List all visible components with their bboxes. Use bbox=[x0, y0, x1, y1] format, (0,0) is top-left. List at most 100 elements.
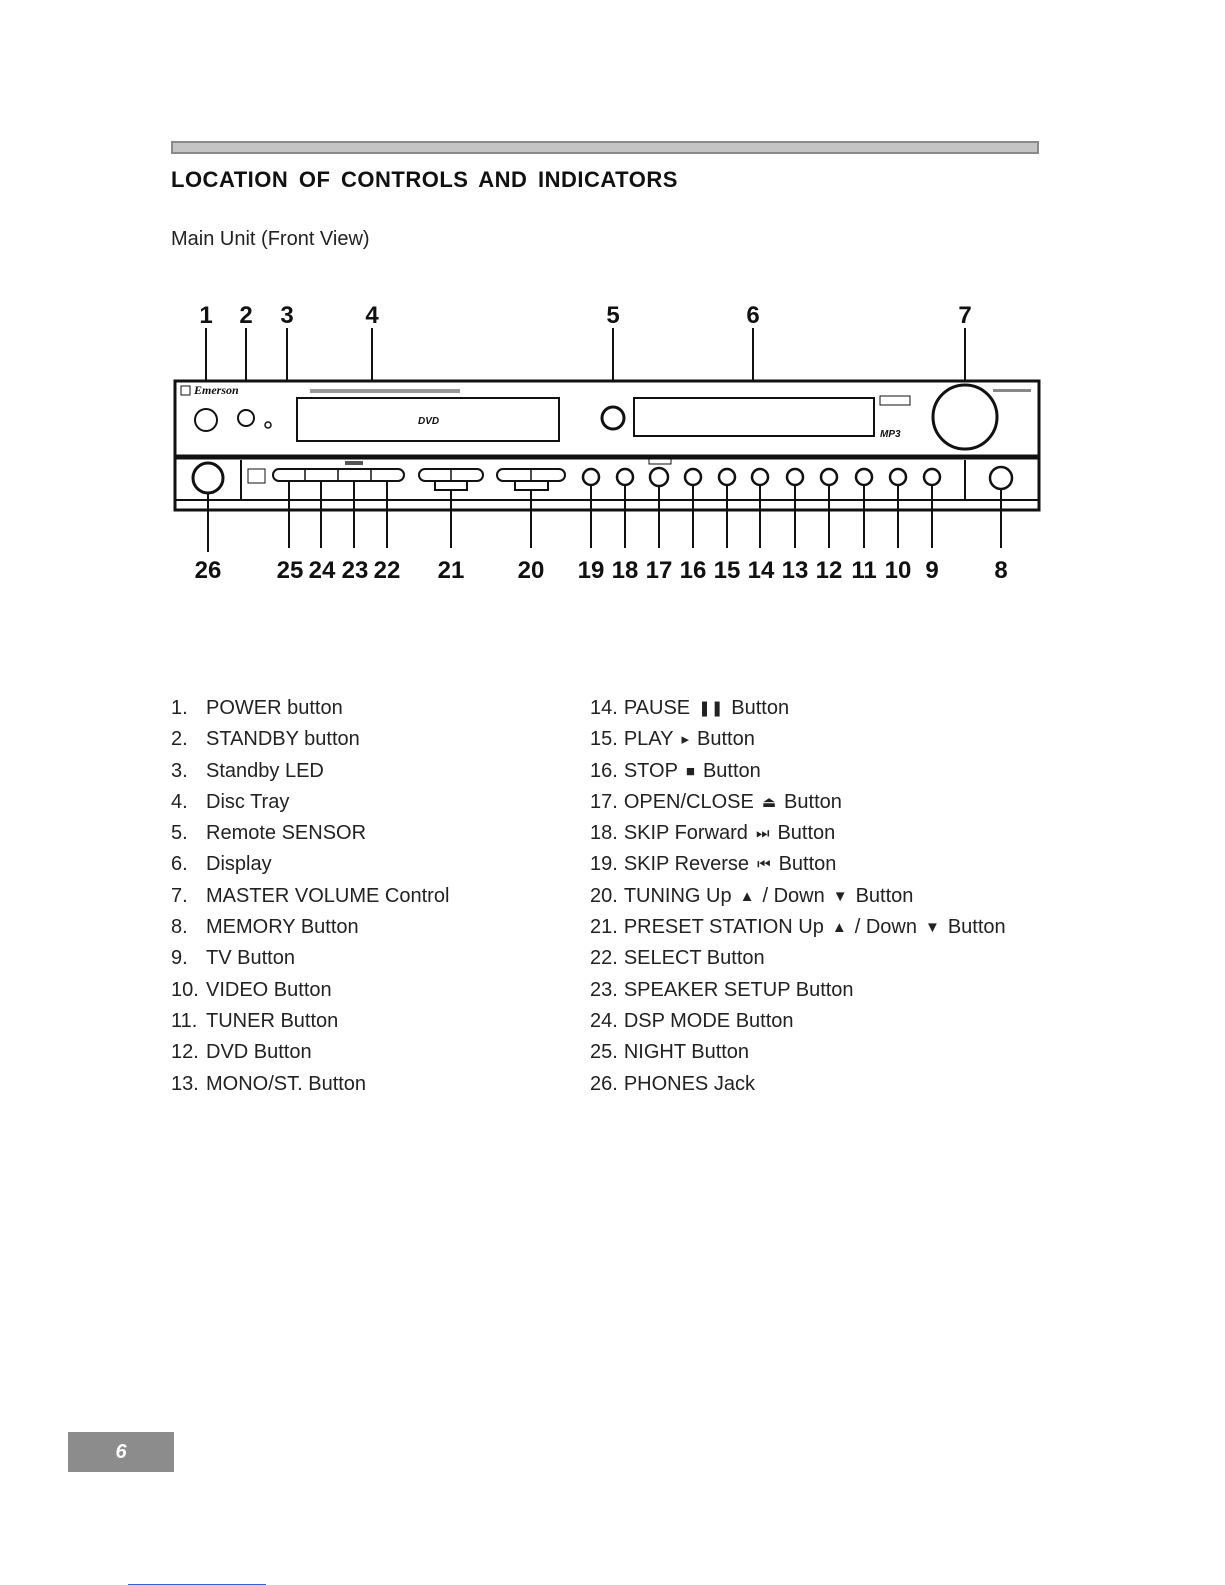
legend-item: 9. TV Button bbox=[171, 944, 581, 975]
master-volume-knob bbox=[931, 383, 999, 451]
legend-number: 4. bbox=[171, 790, 188, 813]
standby-led bbox=[264, 421, 272, 429]
callout-19: 19 bbox=[578, 557, 605, 584]
tv-button bbox=[922, 467, 942, 487]
callout-23: 23 bbox=[342, 557, 369, 584]
legend-number: 24. bbox=[590, 1009, 618, 1032]
legend-item: 22.SELECT Button bbox=[590, 944, 1060, 975]
legend-item: 25.NIGHT Button bbox=[590, 1038, 1060, 1069]
callout-2: 2 bbox=[239, 302, 252, 329]
legend-text: POWER button bbox=[206, 697, 343, 719]
legend-text: PAUSE bbox=[623, 697, 691, 719]
legend-number: 18. bbox=[590, 822, 618, 845]
legend-number: 16. bbox=[590, 759, 618, 782]
play-button bbox=[717, 467, 737, 487]
display-window bbox=[633, 397, 875, 437]
legend-text: STOP bbox=[623, 759, 678, 782]
callout-17: 17 bbox=[646, 557, 673, 584]
callout-6: 6 bbox=[746, 302, 759, 329]
legend-number: 10. bbox=[171, 978, 199, 1001]
legend-text: OPEN/CLOSE bbox=[623, 790, 754, 813]
legend-number: 7. bbox=[171, 884, 188, 907]
legend-number: 17. bbox=[590, 790, 618, 813]
legend-item: 17.OPEN/CLOSE⏏Button bbox=[590, 788, 1060, 819]
legend-item: 1.POWER button bbox=[171, 694, 581, 725]
legend-text: DSP MODE Button bbox=[623, 1009, 794, 1032]
legend-number: 25. bbox=[590, 1041, 618, 1064]
legend-number: 9. bbox=[171, 947, 188, 970]
legend-text: SPEAKER SETUP Button bbox=[623, 978, 854, 1001]
callout-20: 20 bbox=[518, 557, 545, 584]
legend-item: 8. MEMORY Button bbox=[171, 913, 581, 944]
legend-text: DVD Button bbox=[206, 1041, 312, 1064]
legend-text: SKIP Forward bbox=[623, 822, 748, 845]
legend-item: 4.Disc Tray bbox=[171, 788, 581, 819]
legend-number: 15. bbox=[590, 728, 618, 751]
callout-26: 26 bbox=[195, 557, 222, 584]
legend-number: 19. bbox=[590, 853, 618, 876]
stop-icon: ■ bbox=[685, 762, 695, 780]
callout-16: 16 bbox=[680, 557, 707, 584]
legend-number: 5. bbox=[171, 822, 188, 845]
legend-text: TV Button bbox=[206, 947, 295, 970]
legend-text: SELECT Button bbox=[623, 947, 765, 970]
callout-4: 4 bbox=[365, 302, 379, 329]
legend-item: 5.Remote SENSOR bbox=[171, 819, 581, 850]
legend-item: 15.PLAY▸Button bbox=[590, 725, 1060, 756]
callout-9: 9 bbox=[925, 557, 938, 584]
page-title: LOCATION OF CONTROLS AND INDICATORS bbox=[171, 167, 678, 192]
legend-text: MONO/ST. Button bbox=[206, 1072, 367, 1095]
legend-number: 11. bbox=[171, 1009, 198, 1032]
legend-text: Standby LED bbox=[206, 759, 324, 782]
mp3-logo: MP3 bbox=[880, 429, 901, 440]
legend-item: 11. TUNER Button bbox=[171, 1007, 581, 1038]
pause-icon: ❚❚ bbox=[698, 700, 724, 717]
open-close-button bbox=[648, 466, 670, 488]
callout-13: 13 bbox=[782, 557, 809, 584]
legend-text-suffix: Button bbox=[697, 728, 755, 751]
legend-text: TUNER Button bbox=[206, 1009, 339, 1032]
pause-button bbox=[750, 467, 770, 487]
legend-text: SKIP Reverse bbox=[623, 853, 750, 876]
page-number: 6 bbox=[68, 1432, 174, 1472]
callout-10: 10 bbox=[885, 557, 912, 584]
phones-jack bbox=[191, 461, 225, 495]
callout-18: 18 bbox=[612, 557, 639, 584]
brand-logo-badge bbox=[180, 385, 191, 396]
legend-text-suffix: Button bbox=[784, 790, 842, 813]
legend-number: 26. bbox=[590, 1072, 618, 1095]
legend-number: 2. bbox=[171, 728, 188, 751]
legend-text: NIGHT Button bbox=[623, 1041, 750, 1064]
legend-number: 14. bbox=[590, 697, 618, 719]
legend-text: MASTER VOLUME Control bbox=[206, 884, 450, 907]
unit-lower-panel bbox=[173, 456, 1041, 512]
front-view-diagram: Emerson DVD MP3 bbox=[160, 295, 1050, 590]
memory-button bbox=[988, 465, 1014, 491]
callout-3: 3 bbox=[280, 302, 293, 329]
legend-item: 20.TUNING Up▲/ Down▼Button bbox=[590, 882, 1060, 913]
legend-text: VIDEO Button bbox=[206, 978, 332, 1001]
standby-button bbox=[237, 409, 255, 427]
disc-tray bbox=[296, 397, 560, 442]
skip-reverse-icon: ⏮ bbox=[757, 856, 771, 874]
legend-item: 7. MASTER VOLUME Control bbox=[171, 882, 581, 913]
legend-item: 13. MONO/ST. Button bbox=[171, 1070, 581, 1101]
legend-text: MEMORY Button bbox=[206, 916, 359, 939]
legend-text: PHONES Jack bbox=[623, 1072, 755, 1095]
callout-21: 21 bbox=[438, 557, 465, 584]
page-subtitle: Main Unit (Front View) bbox=[171, 228, 370, 250]
callout-14: 14 bbox=[748, 557, 775, 584]
legend-item: 24.DSP MODE Button bbox=[590, 1007, 1060, 1038]
callout-24: 24 bbox=[309, 557, 336, 584]
callout-25: 25 bbox=[277, 557, 304, 584]
legend-item: 6.Display bbox=[171, 850, 581, 881]
legend-text-suffix: Button bbox=[778, 853, 837, 876]
legend-item: 16.STOP■Button bbox=[590, 757, 1060, 788]
legend-number: 21. bbox=[590, 916, 618, 939]
legend-text: PRESET STATION Up bbox=[623, 916, 824, 939]
legend-number: 8. bbox=[171, 916, 188, 939]
stop-button bbox=[683, 467, 703, 487]
legend-number: 13. bbox=[171, 1072, 199, 1095]
callout-5: 5 bbox=[606, 302, 619, 329]
callout-7: 7 bbox=[958, 302, 971, 329]
